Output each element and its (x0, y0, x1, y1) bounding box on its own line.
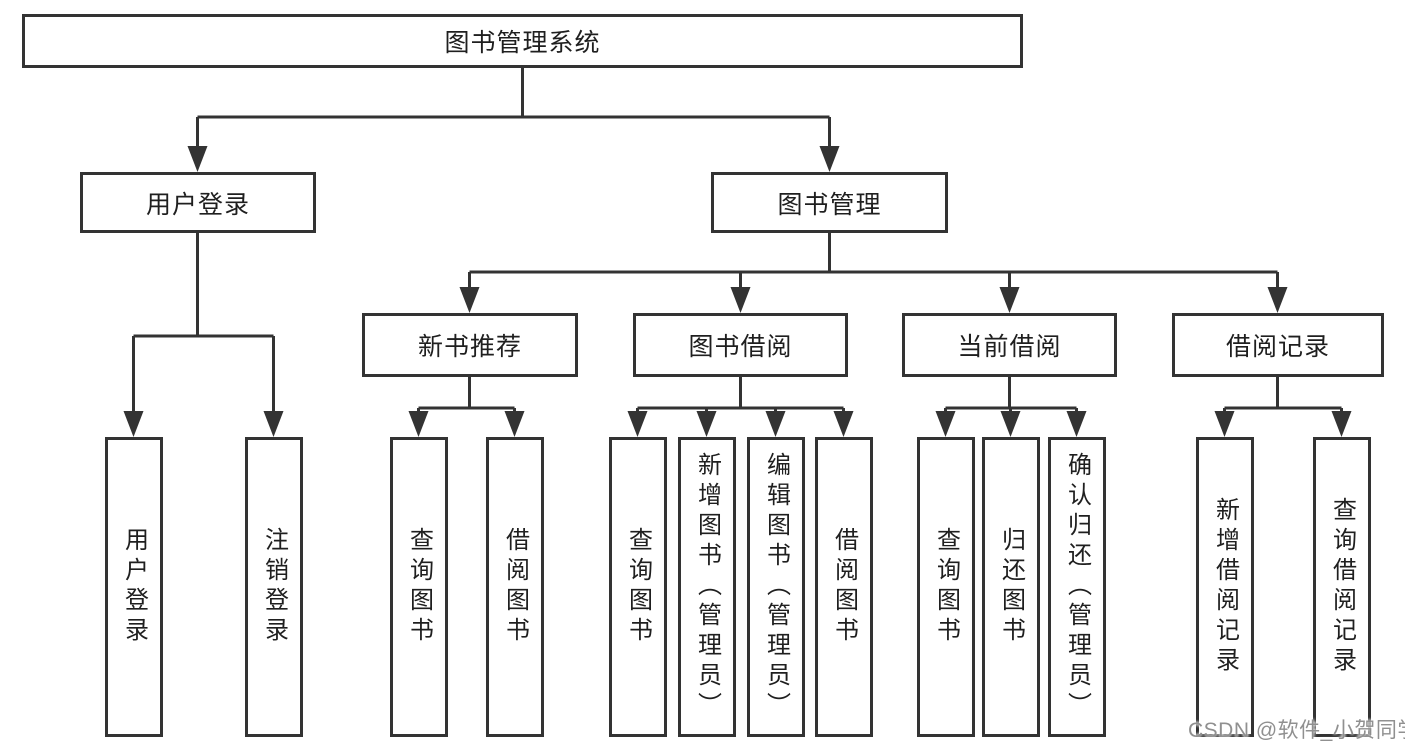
node-label: 确认归还（管理员） (1063, 452, 1091, 722)
arrowhead (1331, 411, 1352, 437)
node-label: 新书推荐 (417, 333, 522, 361)
node-label: 借阅记录 (1225, 333, 1330, 361)
node-label: 查询图书 (405, 527, 433, 647)
node-label: 用户登录 (120, 527, 148, 647)
connector-current-children (935, 377, 1087, 437)
node-root: 图书管理系统 (22, 14, 1023, 68)
connector-root-to-level2 (187, 68, 840, 172)
node-label: 用户登录 (145, 190, 250, 219)
node-label: 借阅图书 (501, 527, 529, 647)
arrowhead (187, 146, 208, 172)
node-recommend-query-books: 查询图书 (390, 437, 448, 737)
arrowhead (730, 287, 751, 313)
connector-recommend-children (408, 377, 525, 437)
node-user-login: 用户登录 (80, 172, 316, 233)
node-label: 图书管理 (777, 190, 882, 219)
arrowhead (1066, 411, 1087, 437)
node-label: 注销登录 (260, 527, 288, 647)
node-current-confirm-return-admin: 确认归还（管理员） (1048, 437, 1106, 737)
node-label: 查询图书 (932, 527, 960, 647)
node-new-book-recommend: 新书推荐 (362, 313, 578, 377)
node-borrow-borrow-books: 借阅图书 (815, 437, 873, 737)
node-borrow-query-books: 查询图书 (609, 437, 667, 737)
arrowhead (1214, 411, 1235, 437)
node-records-add-record: 新增借阅记录 (1196, 437, 1254, 737)
arrowhead (123, 411, 144, 437)
node-current-borrow: 当前借阅 (902, 313, 1117, 377)
node-book-borrow: 图书借阅 (633, 313, 848, 377)
arrowhead (263, 411, 284, 437)
node-user-login-action: 用户登录 (105, 437, 163, 737)
node-label: 新增借阅记录 (1211, 497, 1239, 677)
node-records-query-record: 查询借阅记录 (1313, 437, 1371, 737)
arrowhead (627, 411, 648, 437)
arrowhead (935, 411, 956, 437)
connector-user-login-children (123, 233, 284, 437)
node-borrow-edit-books-admin: 编辑图书（管理员） (747, 437, 805, 737)
node-label: 新增图书（管理员） (693, 452, 721, 722)
node-label: 查询借阅记录 (1328, 497, 1356, 677)
node-label: 编辑图书（管理员） (762, 452, 790, 722)
arrowhead (833, 411, 854, 437)
arrowhead (819, 146, 840, 172)
connector-borrow-children (627, 377, 854, 437)
node-label: 图书借阅 (688, 333, 793, 361)
arrowhead (696, 411, 717, 437)
node-current-query-books: 查询图书 (917, 437, 975, 737)
arrowhead (999, 287, 1020, 313)
connector-book-mgmt-children (459, 233, 1288, 313)
node-label: 借阅图书 (830, 527, 858, 647)
node-recommend-borrow-books: 借阅图书 (486, 437, 544, 737)
node-label: 查询图书 (624, 527, 652, 647)
node-logout-action: 注销登录 (245, 437, 303, 737)
watermark: CSDN @软件_小贺同学 (1188, 719, 1405, 742)
arrowhead (765, 411, 786, 437)
node-borrow-add-books-admin: 新增图书（管理员） (678, 437, 736, 737)
connector-records-children (1214, 377, 1352, 437)
arrowhead (1267, 287, 1288, 313)
node-label: 归还图书 (997, 527, 1025, 647)
node-book-mgmt: 图书管理 (711, 172, 948, 233)
node-label: 当前借阅 (957, 333, 1062, 361)
node-label: 图书管理系统 (444, 29, 601, 57)
arrowhead (408, 411, 429, 437)
arrowhead (1000, 411, 1021, 437)
arrowhead (459, 287, 480, 313)
node-borrow-records: 借阅记录 (1172, 313, 1384, 377)
node-current-return-books: 归还图书 (982, 437, 1040, 737)
arrowhead (504, 411, 525, 437)
